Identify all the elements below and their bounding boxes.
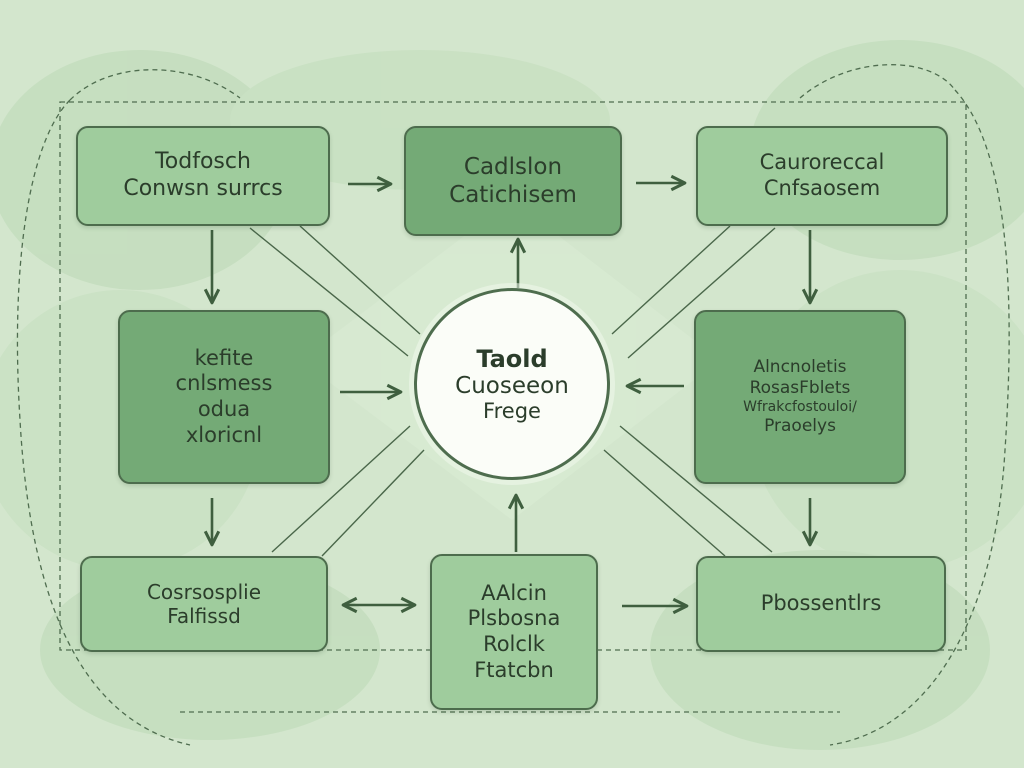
node-top-center: Cadlslon Catichisem [404,126,622,236]
node-top-left-line-1: Todfosch [155,149,251,175]
node-top-right-line-2: Cnfsaosem [763,176,881,200]
node-bottom-center-line-4: Ftatcbn [474,657,554,682]
node-bottom-left: Cosrsosplie Falfissd [80,556,328,652]
node-bottom-center: AAlcin Plsbosna Rolclk Ftatcbn [430,554,598,710]
node-mid-left-line-1: kefite [194,345,254,370]
node-bottom-left-line-1: Cosrsosplie [146,579,262,604]
node-mid-right-line-2: RosasFblets [749,378,851,399]
node-mid-left-line-4: xloricnl [185,422,263,447]
node-top-left-line-2: Conwsn surrcs [123,176,283,201]
node-top-right: Cauroreccal Cnfsaosem [696,126,948,226]
node-bottom-center-line-1: AAlcin [481,580,547,605]
node-mid-right: Alncnoletis RosasFblets Wfrakcfostouloi/… [694,310,906,484]
node-mid-right-line-3: Wfrakcfostouloi/ [743,398,857,415]
node-mid-right-line-1: Alncnoletis [753,357,847,378]
node-bottom-center-line-2: Plsbosna [467,606,561,631]
node-mid-left-line-3: odua [197,397,251,421]
node-mid-left: kefite cnlsmess odua xloricnl [118,310,330,484]
node-mid-left-line-2: cnlsmess [175,371,273,396]
node-bottom-right-line-1: Pbossentlrs [760,591,882,616]
node-bottom-right: Pbossentlrs [696,556,946,652]
node-top-right-line-1: Cauroreccal [759,150,885,175]
node-mid-right-line-4: Praoelys [764,415,836,436]
node-top-center-line-2: Catichisem [449,182,577,208]
center-line-1: Taold [476,345,548,373]
node-bottom-left-line-2: Falfissd [167,604,241,628]
node-top-left: Todfosch Conwsn surrcs [76,126,330,226]
diagonal-connectors [249,225,776,557]
center-line-2: Cuoseeon [455,373,569,399]
dashed-frame [16,64,1010,746]
node-top-center-line-1: Cadlslon [463,153,563,180]
central-hub-circle: Taold Cuoseeon Frege [414,288,610,480]
node-bottom-center-line-3: Rolclk [483,632,545,656]
center-line-3: Frege [483,399,541,423]
